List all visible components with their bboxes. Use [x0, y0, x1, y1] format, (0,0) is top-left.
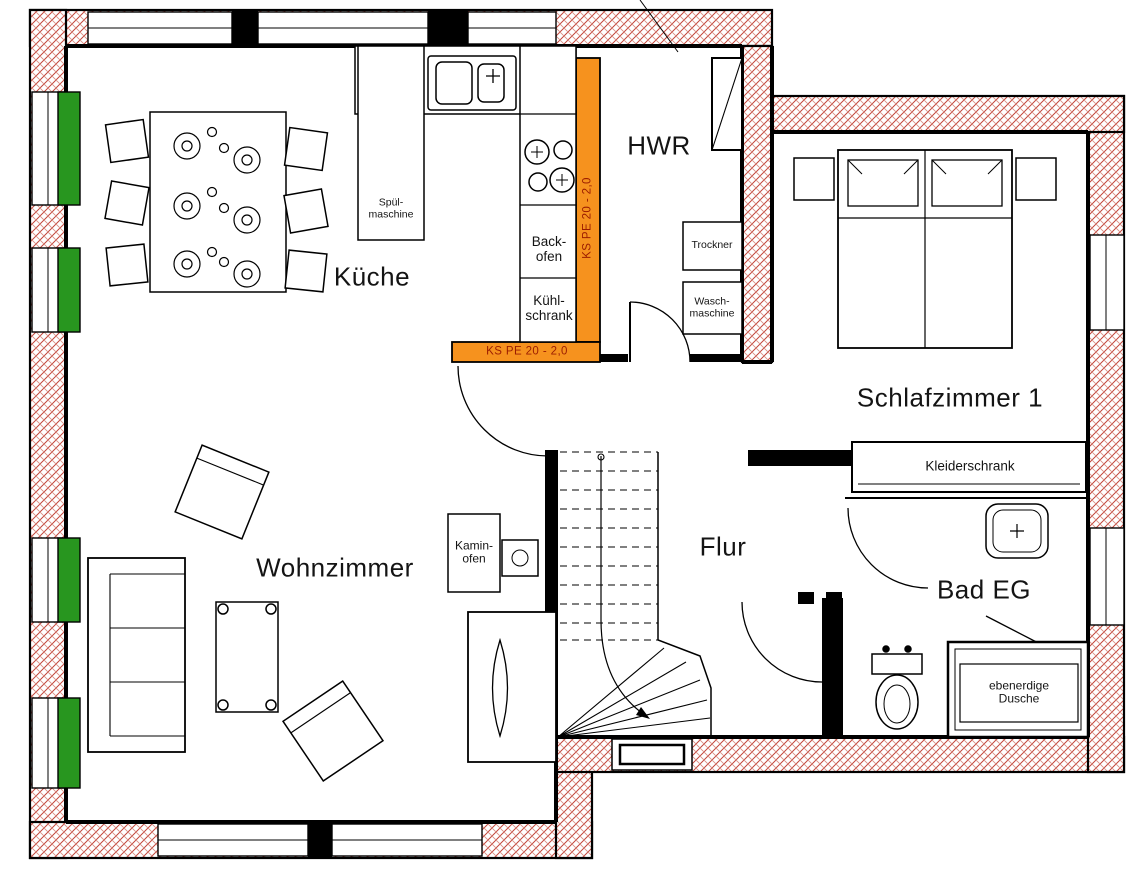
bed — [837, 149, 1013, 349]
armchair-1 — [174, 444, 270, 540]
place-settings — [173, 126, 261, 288]
entrance-door — [611, 738, 693, 771]
washer-box — [682, 281, 743, 335]
chimney-shaft — [711, 57, 743, 151]
kitchen-counter — [354, 45, 577, 343]
hwr-appliances — [682, 221, 743, 335]
door-arcs — [457, 301, 929, 683]
wall-piers — [232, 10, 468, 858]
nightstands — [793, 157, 1057, 201]
sofa — [87, 557, 186, 753]
bath-sink — [985, 503, 1049, 559]
wardrobe — [851, 441, 1087, 493]
cooktop — [524, 139, 575, 193]
chair — [283, 126, 329, 172]
chair — [283, 188, 329, 234]
stair-direction-arrow — [636, 707, 650, 719]
dining-set — [104, 111, 329, 293]
shower-label-box — [959, 663, 1079, 723]
armchair-2 — [281, 679, 385, 783]
toilet — [871, 645, 923, 730]
green-window-elements — [57, 91, 81, 789]
tv-board — [467, 611, 557, 763]
chair — [284, 249, 328, 293]
pillow — [931, 159, 1003, 207]
section-line — [639, 0, 679, 53]
chair — [104, 180, 150, 226]
stairs — [548, 451, 712, 738]
dryer-box — [682, 221, 743, 271]
wood-stove — [447, 513, 539, 593]
pillow — [847, 159, 919, 207]
shower — [946, 640, 1090, 739]
window-center-lines — [47, 27, 1107, 841]
coffee-table — [215, 601, 279, 713]
chair — [104, 118, 150, 164]
interior-walls — [545, 354, 852, 737]
dining-table — [149, 111, 287, 293]
faucet-icon — [486, 69, 500, 83]
chair — [105, 243, 149, 287]
